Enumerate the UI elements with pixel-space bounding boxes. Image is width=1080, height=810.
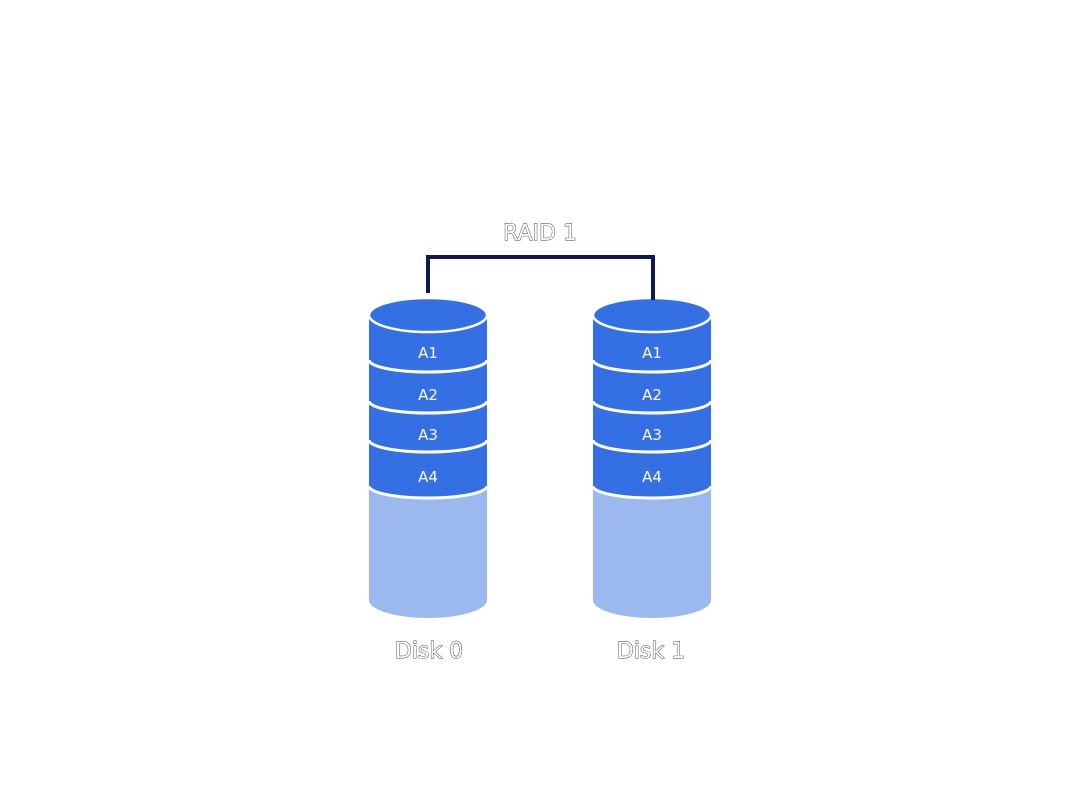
disk-1-block-4: A4 [642,468,662,486]
disk-1-block-2: A2 [642,386,662,404]
disk-0-free-space [369,487,487,618]
disk-1-block-3: A3 [642,426,662,444]
disk-0-data-region [369,315,487,499]
disk-1-block-1: A1 [642,344,662,362]
disk-0-label: Disk 0 [395,639,463,664]
disk-0: A1 A2 A3 A4 Disk 0 [367,296,489,664]
disk-0-divider [367,400,489,415]
disk-1-free-space [593,487,711,618]
disk-1-divider [591,439,713,454]
disk-0-divider [367,439,489,454]
diagram-title: RAID 1 [503,221,577,246]
disk-0-top [367,296,489,334]
disk-0-block-4: A4 [418,468,438,486]
disk-1: A1 A2 A3 A4 Disk 1 [591,296,713,664]
disk-1-label: Disk 1 [617,639,685,664]
raid-connector [426,255,655,300]
disk-1-divider [591,400,713,415]
disk-1-divider [591,485,713,500]
disk-0-divider [367,359,489,374]
disk-0-block-2: A2 [418,386,438,404]
disk-0-block-3: A3 [418,426,438,444]
disk-0-divider [367,485,489,500]
disk-1-data-region [593,315,711,499]
disk-1-top [591,296,713,334]
disk-1-divider [591,359,713,374]
disk-0-block-1: A1 [418,344,438,362]
